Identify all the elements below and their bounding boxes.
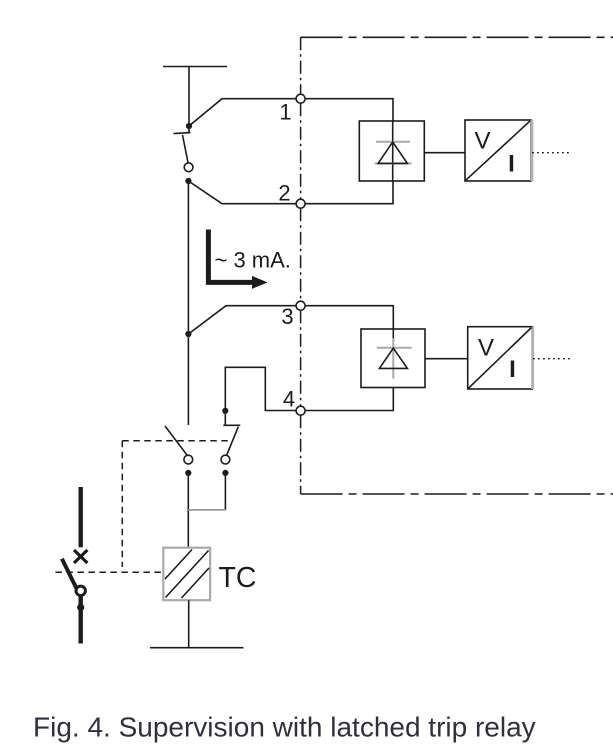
current-label: I bbox=[509, 356, 516, 383]
terminal-1-label: 1 bbox=[279, 100, 291, 125]
terminal-2-label: 2 bbox=[278, 181, 290, 206]
vi-diagonal bbox=[467, 326, 533, 389]
hatch-line bbox=[164, 548, 193, 580]
arrow-head bbox=[252, 275, 268, 289]
terminal-3 bbox=[295, 300, 306, 312]
terminal-block: 1 2 3 4 bbox=[278, 93, 306, 417]
figure-caption: Fig. 4. Supervision with latched trip re… bbox=[33, 712, 536, 743]
right-contact-circle bbox=[220, 454, 231, 465]
trip-coil-label: TC bbox=[219, 562, 257, 594]
vi-transducer-1: V I bbox=[424, 119, 571, 182]
left-contact-circle bbox=[183, 454, 194, 465]
terminal-3-to-diode bbox=[305, 304, 395, 329]
diode-triangle-icon bbox=[377, 346, 409, 370]
diode-box bbox=[358, 120, 426, 182]
hatch-line bbox=[164, 549, 210, 599]
current-label: I bbox=[508, 151, 515, 178]
voltage-label: V bbox=[474, 128, 490, 155]
contact-circle bbox=[183, 162, 194, 173]
breaker-contact-circle bbox=[74, 584, 87, 597]
vi-transducer-2: V I bbox=[425, 325, 571, 390]
terminal-4-loop-wire bbox=[222, 366, 297, 425]
diode-triangle-icon bbox=[376, 140, 409, 165]
breaker-blade bbox=[60, 557, 80, 592]
diode-rectifier-box-1 bbox=[358, 120, 426, 182]
branch-to-terminal-1 bbox=[188, 97, 297, 127]
trip-coil: TC bbox=[162, 546, 257, 602]
voltage-label: V bbox=[478, 335, 494, 362]
ground-connection bbox=[150, 600, 244, 649]
supervision-contact-2-icon bbox=[185, 304, 297, 338]
loop-over-wire bbox=[224, 366, 297, 425]
vi-diagonal bbox=[465, 120, 531, 181]
terminal-2 bbox=[295, 198, 306, 209]
diode-rectifier-box-2 bbox=[360, 328, 426, 389]
contact-blade bbox=[181, 134, 189, 164]
branch-to-terminal-2 bbox=[187, 180, 297, 205]
diode-to-terminal-2 bbox=[305, 181, 394, 205]
channel-1-wiring bbox=[305, 97, 394, 205]
supervision-contact-1-icon bbox=[173, 97, 297, 205]
terminal-4-label: 4 bbox=[283, 387, 295, 412]
left-contact-blade bbox=[164, 425, 188, 456]
terminal-4 bbox=[295, 405, 306, 417]
terminal-3-label: 3 bbox=[281, 304, 293, 329]
branch-to-terminal-3 bbox=[187, 304, 297, 335]
junction-dot bbox=[185, 122, 193, 130]
latched-trip-relay-contacts-icon bbox=[164, 424, 241, 548]
breaker-x-mark bbox=[72, 548, 89, 565]
hatch-line bbox=[180, 567, 210, 599]
current-arrow-icon bbox=[205, 229, 268, 289]
circuit-breaker-icon bbox=[60, 487, 89, 644]
diode-to-terminal-4 bbox=[305, 387, 395, 412]
terminal-1 bbox=[295, 93, 306, 104]
mechanical-linkage-dashed bbox=[55, 439, 233, 574]
terminal-1-to-diode bbox=[305, 97, 394, 121]
current-annotation: ~ 3 mA. bbox=[215, 248, 291, 273]
supply-bus-tee bbox=[163, 65, 227, 134]
fixed-contact-tick bbox=[173, 131, 191, 135]
arrow-shaft bbox=[205, 229, 252, 285]
junction-dot bbox=[222, 407, 229, 414]
channel-2-wiring bbox=[305, 304, 395, 412]
